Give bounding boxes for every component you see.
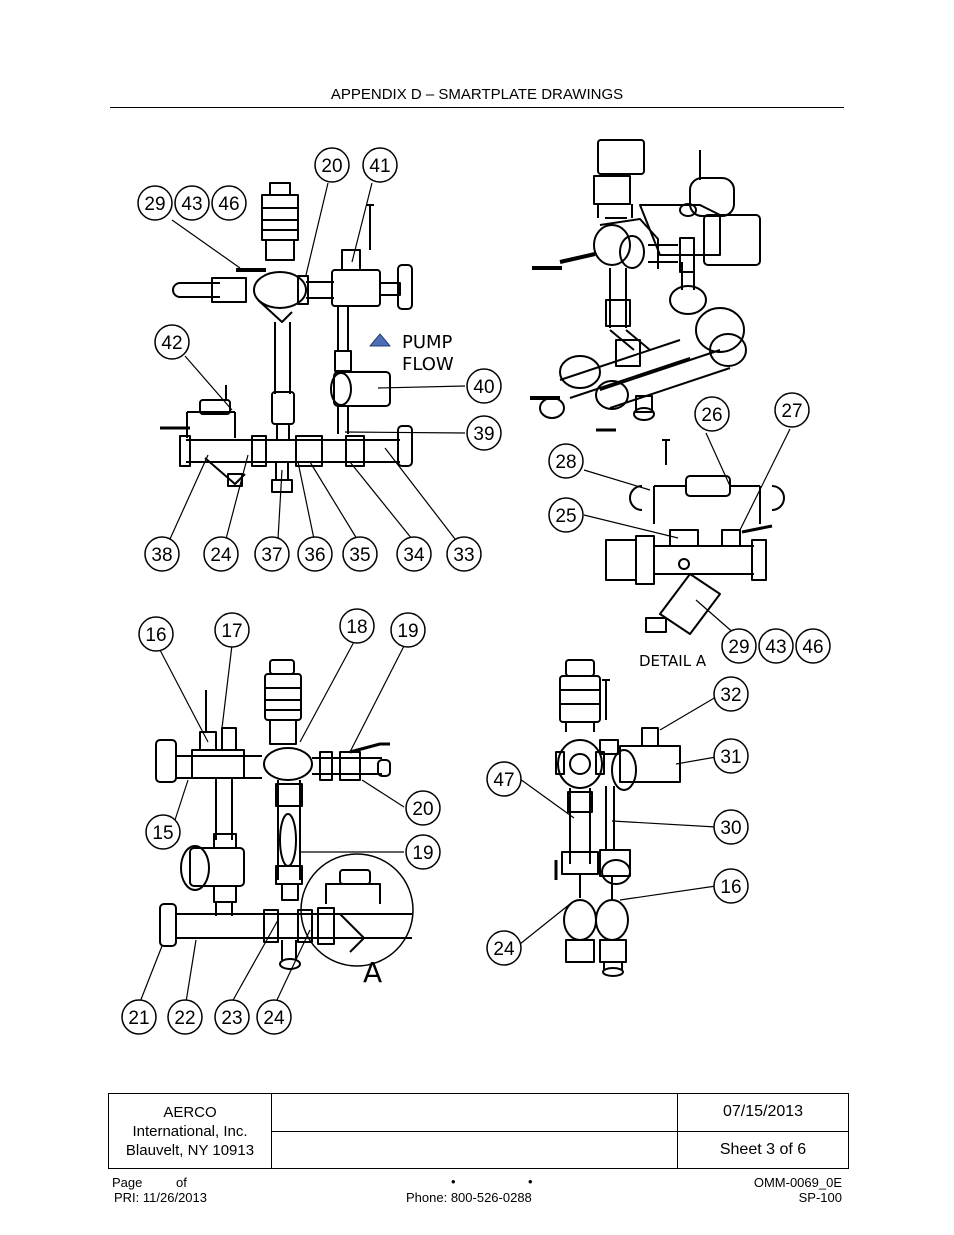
callout-34: 34 <box>403 545 425 566</box>
company-address: Blauvelt, NY 10913 <box>125 1141 255 1159</box>
callout-41: 41 <box>369 156 390 177</box>
view4-callouts: 32 31 47 30 16 24 <box>486 676 749 966</box>
view1-assembly <box>160 182 413 493</box>
footer-bullet-1: • <box>451 1174 456 1189</box>
title-cell-blank-bottom <box>271 1130 678 1169</box>
callout-33: 33 <box>453 545 474 566</box>
callout-39: 39 <box>473 424 494 445</box>
callout-18: 18 <box>346 617 367 638</box>
title-cell-blank-top <box>271 1093 678 1132</box>
callout-24: 24 <box>210 545 232 566</box>
document-number: OMM-0069_0E <box>753 1175 842 1190</box>
callout-24: 24 <box>493 939 515 960</box>
view3-assembly <box>155 659 414 970</box>
callout-31: 31 <box>720 747 741 768</box>
callout-20: 20 <box>412 799 433 820</box>
callout-40: 40 <box>473 377 494 398</box>
callout-19: 19 <box>397 621 418 642</box>
callout-37: 37 <box>261 545 282 566</box>
callout-24: 24 <box>263 1008 285 1029</box>
sheet-number: Sheet 3 of 6 <box>677 1130 849 1169</box>
callout-46: 46 <box>218 194 239 215</box>
view-marker-a: A <box>363 956 382 989</box>
pump-flow-line2: FLOW <box>402 354 454 375</box>
callout-25: 25 <box>555 506 576 527</box>
callout-26: 26 <box>701 405 722 426</box>
callout-23: 23 <box>221 1008 242 1029</box>
callout-35: 35 <box>349 545 370 566</box>
callout-19: 19 <box>412 843 433 864</box>
view2-isometric <box>530 139 761 432</box>
callout-47: 47 <box>493 770 514 791</box>
model-number: SP-100 <box>798 1190 842 1205</box>
callout-16: 16 <box>720 877 741 898</box>
company-block: AERCO International, Inc. Blauvelt, NY 1… <box>108 1093 272 1169</box>
callout-32: 32 <box>720 685 741 706</box>
detail-a-label: DETAIL A <box>639 652 707 670</box>
phone-number: Phone: 800-526-0288 <box>406 1190 532 1205</box>
page-label: Page <box>112 1175 143 1190</box>
detail-callouts: 26 27 28 25 29 43 46 <box>548 392 831 664</box>
callout-22: 22 <box>174 1008 195 1029</box>
callout-43: 43 <box>765 637 786 658</box>
view3-callouts: 16 17 18 19 15 20 19 21 22 23 24 <box>121 608 441 1035</box>
callout-28: 28 <box>555 452 576 473</box>
callout-29: 29 <box>728 637 749 658</box>
pri-date: PRI: 11/26/2013 <box>114 1190 207 1205</box>
company-line2: International, Inc. <box>132 1122 248 1140</box>
callout-36: 36 <box>304 545 325 566</box>
callout-16: 16 <box>145 625 166 646</box>
callout-30: 30 <box>720 818 741 839</box>
company-name: AERCO <box>163 1103 217 1121</box>
view1-callouts: 29 43 46 20 41 42 40 39 38 24 37 36 35 3… <box>137 147 502 572</box>
callout-42: 42 <box>161 333 182 354</box>
footer-bullet-2: • <box>528 1174 533 1189</box>
smartplate-drawing: 29 43 46 20 41 42 40 39 38 24 37 36 35 3… <box>121 139 831 1035</box>
revision-date: 07/15/2013 <box>677 1093 849 1132</box>
pump-flow-line1: PUMP <box>402 332 453 353</box>
callout-17: 17 <box>221 621 242 642</box>
callout-27: 27 <box>781 401 802 422</box>
detail-a-assembly <box>605 439 785 635</box>
view4-assembly <box>554 659 681 977</box>
callout-20: 20 <box>321 156 342 177</box>
callout-21: 21 <box>128 1008 149 1029</box>
of-label: of <box>176 1175 187 1190</box>
callout-15: 15 <box>152 823 173 844</box>
callout-38: 38 <box>151 545 172 566</box>
callout-43: 43 <box>181 194 202 215</box>
title-block: AERCO International, Inc. Blauvelt, NY 1… <box>108 1093 849 1169</box>
page-header-title: APPENDIX D – SMARTPLATE DRAWINGS <box>330 86 624 103</box>
callout-46: 46 <box>802 637 823 658</box>
callout-29: 29 <box>144 194 165 215</box>
header-rule <box>110 107 844 108</box>
